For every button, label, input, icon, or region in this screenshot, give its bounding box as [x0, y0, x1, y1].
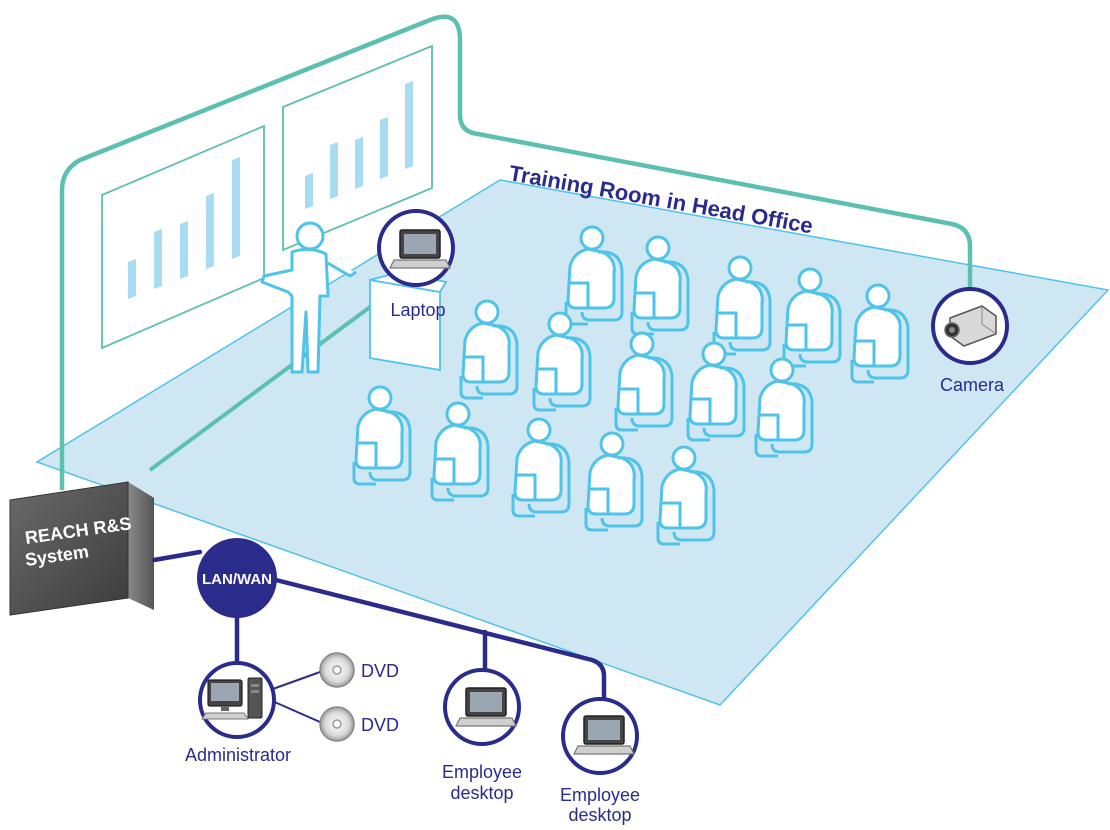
- podium: [369, 271, 448, 372]
- desktop-computer-icon: [201, 677, 263, 720]
- administrator-label: Administrator: [185, 745, 291, 765]
- lan-wan-node[interactable]: [197, 538, 277, 618]
- dvd-icon: [319, 652, 355, 688]
- camera-label: Camera: [940, 375, 1005, 395]
- laptop-label: Laptop: [390, 300, 445, 320]
- network-links: [151, 549, 607, 703]
- dvd-label-2: DVD: [361, 715, 399, 735]
- presenter-figure: [260, 221, 357, 374]
- bar-chart-graphic-right: [305, 81, 413, 209]
- admin-dvd-links: [269, 671, 321, 723]
- employee-label-2a: Employee: [560, 785, 640, 805]
- dvd-icon: [319, 706, 355, 742]
- camera-icon: [944, 305, 997, 347]
- back-wall-outline: [59, 14, 973, 490]
- employee-label-1b: desktop: [450, 783, 513, 803]
- lan-wan-label: LAN/WAN: [202, 571, 272, 588]
- reach-system-box[interactable]: REACH R&S System: [9, 481, 154, 616]
- bar-chart-graphic-left: [128, 157, 240, 299]
- employee-label-2b: desktop: [568, 805, 631, 825]
- dvd-label-1: DVD: [361, 661, 399, 681]
- employee-label-1a: Employee: [442, 762, 522, 782]
